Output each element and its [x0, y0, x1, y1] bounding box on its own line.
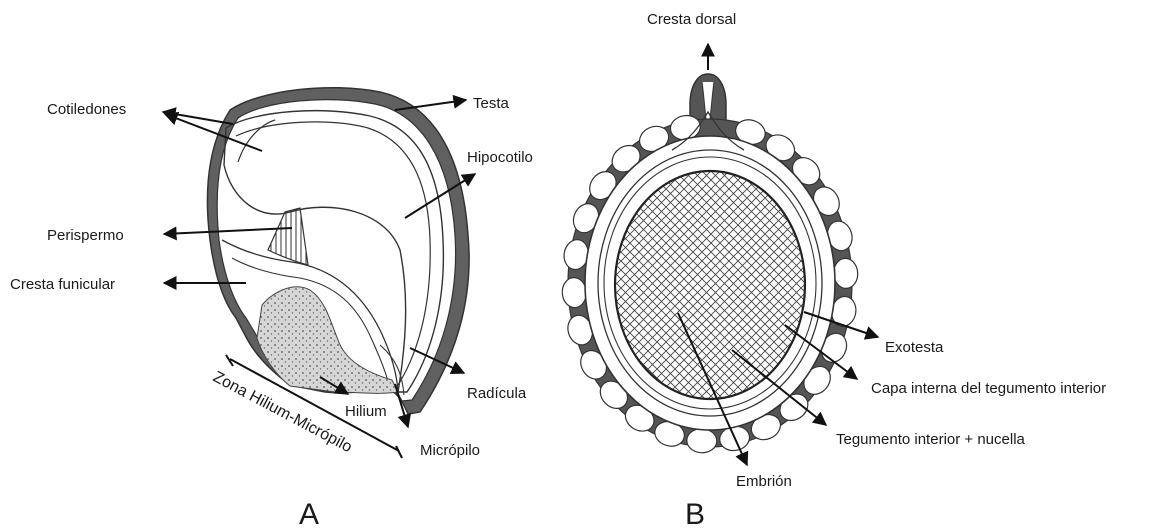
label-cresta-funicular: Cresta funicular — [10, 276, 115, 293]
label-cresta-dorsal: Cresta dorsal — [647, 11, 736, 28]
panel-label-a: A — [299, 498, 319, 531]
panel-label-b: B — [685, 498, 705, 531]
label-embrion: Embrión — [736, 473, 792, 490]
label-perispermo: Perispermo — [47, 227, 124, 244]
label-micropilo: Micrópilo — [420, 442, 480, 459]
label-exotesta: Exotesta — [885, 339, 944, 356]
embryo-b — [615, 171, 805, 399]
label-cotiledones: Cotiledones — [47, 101, 126, 118]
label-testa: Testa — [473, 95, 510, 112]
label-hipocotilo: Hipocotilo — [467, 149, 533, 166]
seed-b-section — [561, 74, 858, 454]
label-tegumento: Tegumento interior + nucella — [836, 431, 1026, 448]
label-hilium: Hilium — [345, 403, 387, 420]
label-radicula: Radícula — [467, 385, 527, 402]
seed-a-section — [207, 88, 469, 414]
label-capa-interna: Capa interna del tegumento interior — [871, 380, 1106, 397]
